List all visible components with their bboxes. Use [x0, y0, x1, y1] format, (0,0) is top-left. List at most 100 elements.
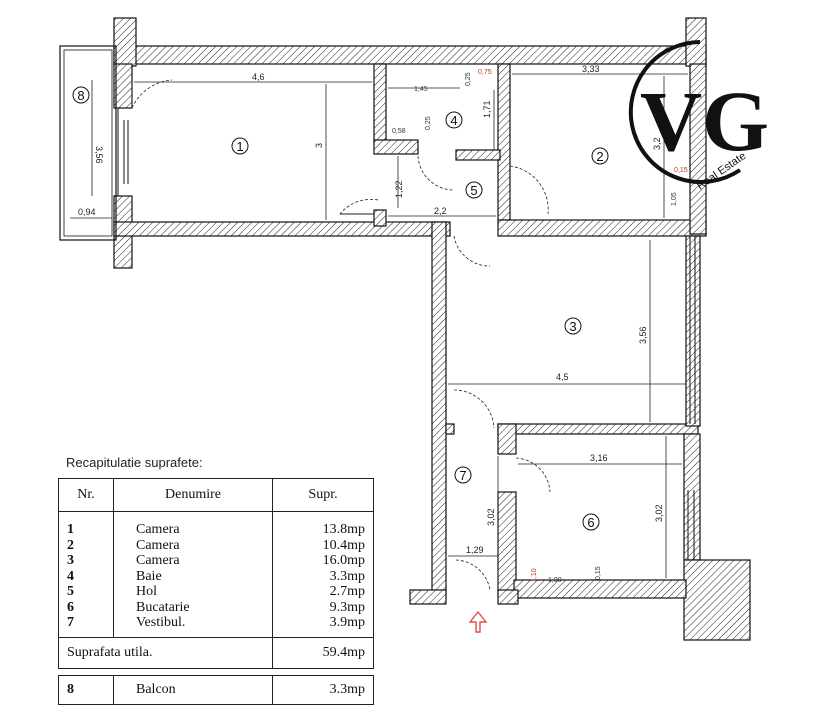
name-column: Camera Camera Camera Baie Hol Bucatarie …	[113, 511, 273, 638]
door-room3-arc	[453, 235, 491, 267]
dimension-labels: 4,6 3,33 1,45 0,75 0,25 0,25 1,71 0,58 3…	[78, 64, 688, 584]
dim-1-00: 1,00	[548, 577, 562, 584]
dim-0-25-top: 0,25	[465, 72, 472, 86]
dim-0-58: 0,58	[392, 128, 406, 135]
balcony-nr: 8	[58, 674, 114, 705]
room-5-label: 5	[465, 181, 483, 199]
door-room1-arc	[339, 199, 379, 215]
doors	[131, 79, 551, 591]
wall-left-upper	[113, 63, 133, 109]
logo-ring	[628, 40, 742, 184]
balcony-row: 8 Balcon 3.3mp	[58, 674, 374, 705]
table-row: Vestibul.	[136, 615, 186, 630]
dim-4-5: 4,5	[556, 372, 569, 382]
usable-area-value: 59.4mp	[272, 636, 374, 669]
door-kitchen-arc	[515, 457, 551, 493]
dim-3-33: 3,33	[582, 64, 600, 74]
dim-3-02-kitchen: 3,02	[654, 504, 664, 522]
dimension-lines	[70, 73, 688, 588]
dim-3-02-vestibule: 3,02	[486, 508, 496, 526]
table-row: 6	[67, 599, 74, 615]
usable-area-row: Suprafata utila. 59.4mp	[58, 636, 374, 669]
dim-3-56-room3: 3,56	[638, 326, 648, 344]
door-room2-arc	[509, 165, 549, 215]
table-row: 2	[67, 537, 74, 553]
wall-bottom	[513, 579, 687, 599]
wall-right-lower	[683, 433, 701, 561]
svg-text:8: 8	[77, 88, 84, 103]
svg-text:7: 7	[459, 468, 466, 483]
svg-text:6: 6	[587, 515, 594, 530]
wall-room3-bottom-right	[497, 423, 699, 435]
wall-room3-bottom-left	[445, 423, 455, 435]
wall-vestibule-kitchen-upper	[497, 423, 517, 455]
wall-room2-bottom	[497, 219, 707, 237]
table-header-row: Nr. Denumire Supr.	[58, 478, 374, 512]
dim-1-29: 1,29	[466, 545, 484, 555]
dim-0-25-bath: 0,25	[425, 116, 432, 130]
dim-0-94: 0,94	[78, 207, 96, 217]
window-kitchen	[687, 490, 695, 560]
wall-right-middle	[685, 235, 701, 427]
dim-1-22: 1,22	[394, 180, 404, 198]
room-8-label: 8	[72, 86, 90, 104]
room-2-label: 2	[591, 147, 609, 165]
dim-0-15-kitchen: 0,15	[595, 566, 602, 580]
room-labels: 1 2 3 4 5 6 7 8	[72, 86, 609, 531]
dim-4-6: 4,6	[252, 72, 265, 82]
table-row: 2.7mp	[329, 584, 365, 599]
logo-monogram: VG	[640, 73, 769, 169]
dim-0-15-room2: 0,15	[674, 167, 688, 174]
room-1-label: 1	[231, 137, 249, 155]
table-row: 3	[67, 553, 74, 568]
door-bath-arc	[417, 155, 455, 191]
table-row: Hol	[136, 584, 157, 599]
table-row: 9.3mp	[329, 599, 365, 615]
area-summary-table: Nr. Denumire Supr. 1 2 3 4 5 6 7 Camera …	[58, 478, 374, 705]
table-row: Camera	[136, 553, 180, 568]
balcony-name: Balcon	[113, 674, 273, 705]
door-entry-arc	[455, 559, 491, 591]
header-denumire: Denumire	[113, 478, 273, 512]
wall-entry-left	[409, 589, 447, 605]
dim-1-05: 1,05	[671, 192, 678, 206]
usable-area-label: Suprafata utila.	[58, 636, 273, 669]
wall-central-left	[431, 221, 447, 599]
dim-1-45: 1,45	[414, 86, 428, 93]
wall-top	[113, 45, 707, 65]
table-row: 16.0mp	[322, 553, 365, 568]
svg-text:5: 5	[470, 183, 477, 198]
wall-entry-right	[497, 589, 519, 605]
column-top-left	[113, 17, 137, 67]
table-row: Camera	[136, 537, 180, 553]
table-body-rows: 1 2 3 4 5 6 7 Camera Camera Camera Baie …	[58, 511, 374, 638]
svg-text:4: 4	[450, 113, 457, 128]
dim-3-2: 3,2	[652, 137, 662, 150]
room-7-label: 7	[454, 466, 472, 484]
balcony-outline	[59, 45, 117, 241]
table-row: 10.4mp	[322, 537, 365, 553]
dim-0-75: 0,75	[478, 69, 492, 76]
window-room3	[689, 236, 696, 424]
walls	[59, 17, 751, 641]
wall-room4-room2	[497, 63, 511, 221]
table-row: Bucatarie	[136, 599, 190, 615]
svg-text:2: 2	[596, 149, 603, 164]
table-row: Camera	[136, 522, 180, 537]
balcony-area: 3.3mp	[272, 674, 374, 705]
wall-room1-bottom	[113, 221, 451, 237]
dim-1-71: 1,71	[482, 100, 492, 118]
table-row: 3.3mp	[329, 568, 365, 584]
window-room1	[117, 108, 129, 196]
room-4-label: 4	[445, 111, 463, 129]
dim-2-2: 2,2	[434, 206, 447, 216]
table-row: 7	[67, 615, 74, 630]
room-3-label: 3	[564, 317, 582, 335]
entrance-arrow-icon	[468, 610, 488, 633]
table-row: 4	[67, 568, 74, 584]
table-row: Baie	[136, 568, 162, 584]
column-bottom-right	[683, 559, 751, 641]
nr-column: 1 2 3 4 5 6 7	[58, 511, 114, 638]
summary-title: Recapitulatie suprafete:	[66, 455, 203, 470]
